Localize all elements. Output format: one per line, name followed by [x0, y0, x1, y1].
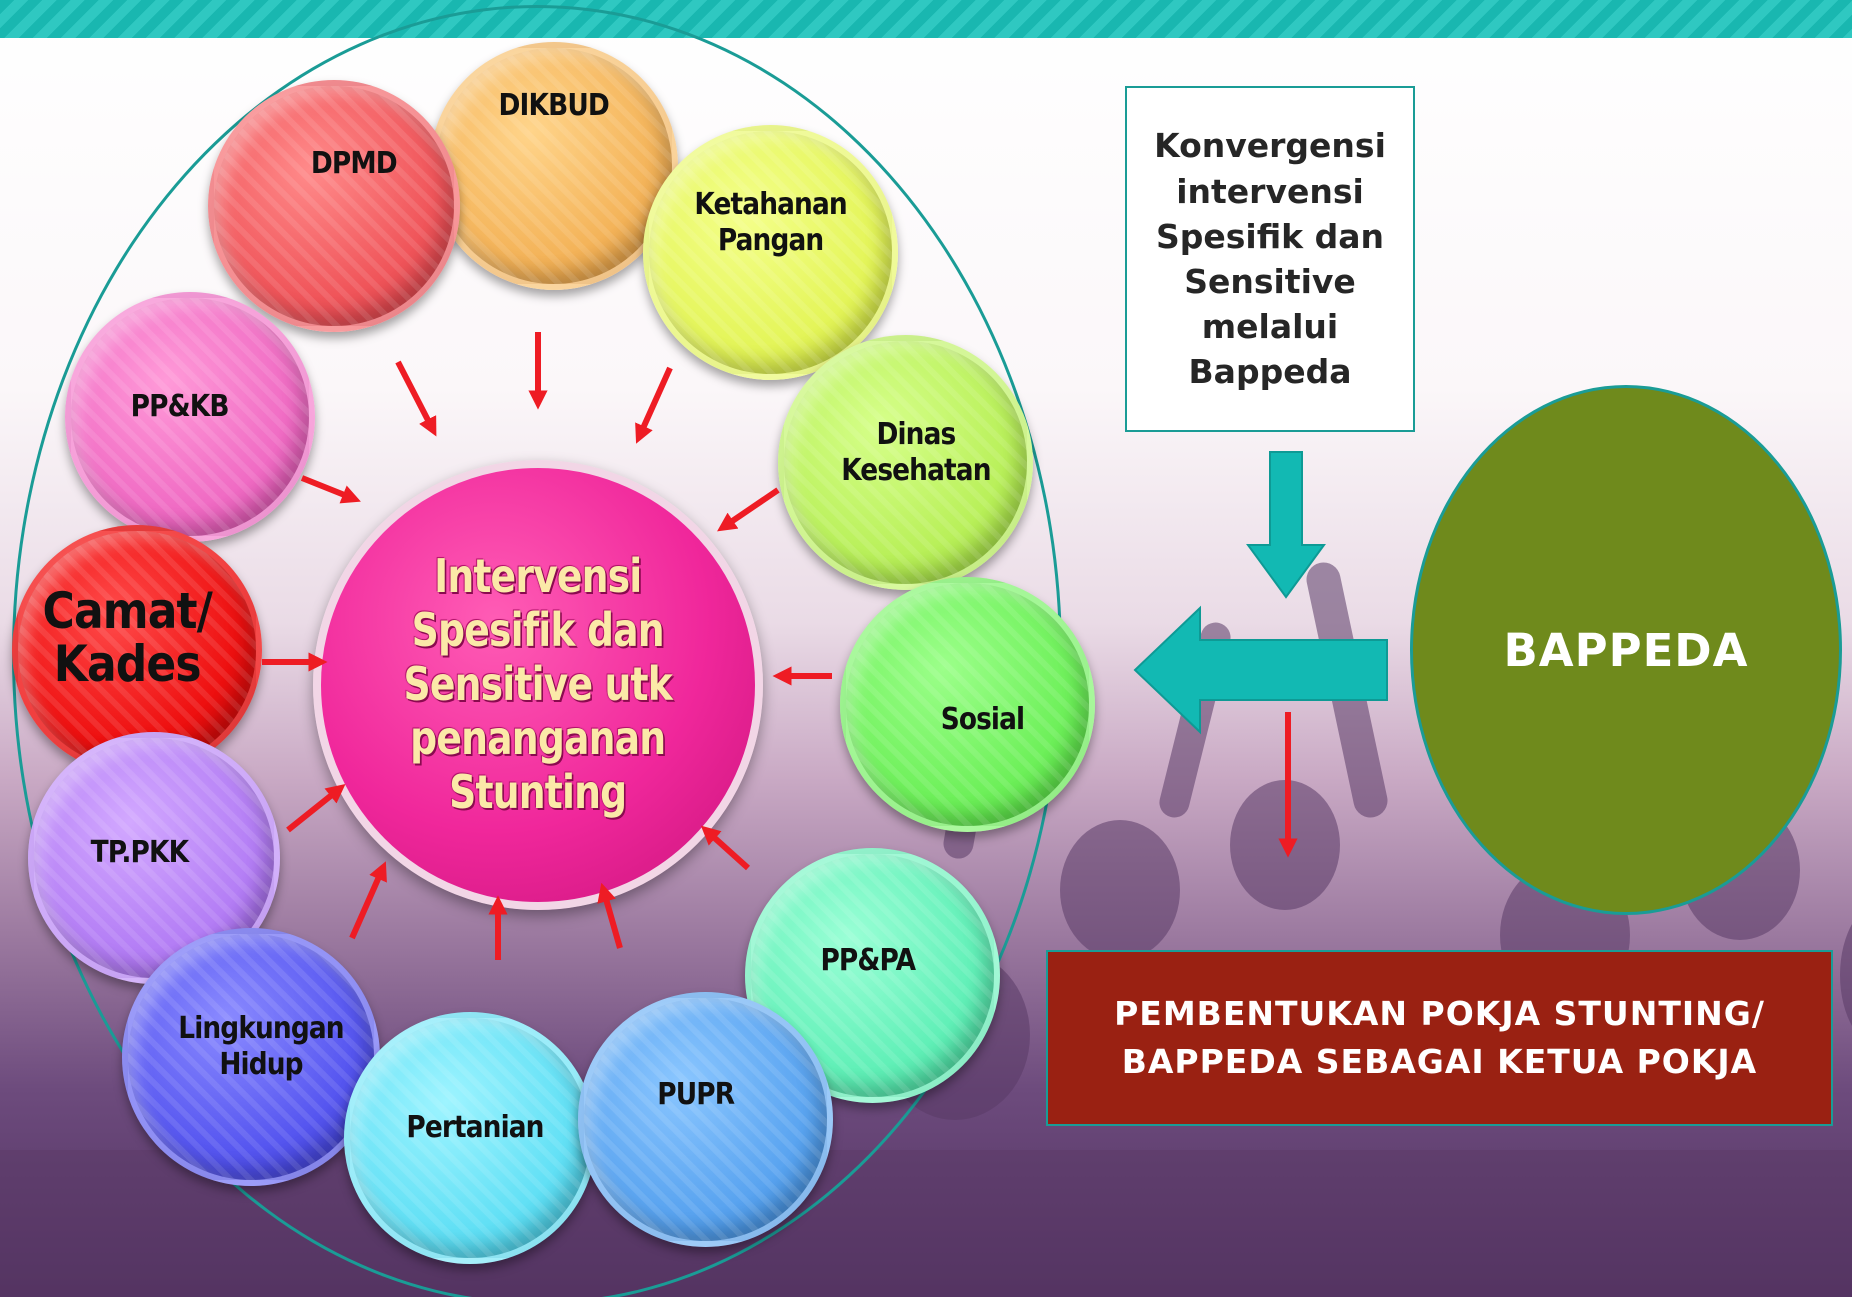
- bubble-ppkb-label: PP&KB: [131, 389, 230, 424]
- bubble-pertanian-label: Pertanian: [406, 1110, 544, 1145]
- bubble-pppa-label: PP&PA: [820, 942, 916, 978]
- konvergensi-box: Konvergensi intervensi Spesifik dan Sens…: [1125, 86, 1415, 432]
- bubble-pupr-label: PUPR: [657, 1076, 735, 1112]
- bubble-lingkungan-hidup: Lingkungan Hidup: [122, 928, 380, 1186]
- bubble-dpmd-label: DPMD: [311, 146, 398, 181]
- bubble-lingkungan-hidup-label: Lingkungan Hidup: [178, 1011, 344, 1082]
- bubble-dpmd: DPMD: [208, 80, 460, 332]
- bappeda-label: BAPPEDA: [1503, 623, 1749, 677]
- bubble-pertanian: Pertanian: [344, 1012, 596, 1264]
- bubble-pupr: PUPR: [578, 992, 833, 1247]
- bubble-dikbud-label: DIKBUD: [498, 88, 610, 123]
- center-intervention-label: Intervensi Spesifik dan Sensitive utk pe…: [403, 549, 673, 819]
- bubble-sosial: Sosial: [840, 577, 1095, 832]
- center-intervention-circle: Intervensi Spesifik dan Sensitive utk pe…: [313, 460, 763, 910]
- konvergensi-text: Konvergensi intervensi Spesifik dan Sens…: [1154, 126, 1386, 392]
- bubble-sosial-label: Sosial: [940, 701, 1025, 737]
- bubble-dikbud: DIKBUD: [430, 42, 678, 290]
- bappeda-oval: BAPPEDA: [1410, 385, 1842, 915]
- bubble-ppkb: PP&KB: [65, 292, 315, 542]
- bubble-ketahanan-pangan: Ketahanan Pangan: [643, 125, 898, 380]
- bubble-ketahanan-pangan-label: Ketahanan Pangan: [694, 186, 847, 258]
- bubble-dinas-kesehatan: Dinas Kesehatan: [778, 335, 1033, 590]
- bubble-camat-kades-label: Camat/ Kades: [42, 582, 212, 693]
- bubble-dinas-kesehatan-label: Dinas Kesehatan: [840, 416, 991, 488]
- pokja-box: PEMBENTUKAN POKJA STUNTING/ BAPPEDA SEBA…: [1046, 950, 1833, 1126]
- pokja-text: PEMBENTUKAN POKJA STUNTING/ BAPPEDA SEBA…: [1114, 994, 1765, 1081]
- bubble-tppkk-label: TP.PKK: [90, 835, 188, 870]
- top-accent-bar: [0, 0, 1852, 38]
